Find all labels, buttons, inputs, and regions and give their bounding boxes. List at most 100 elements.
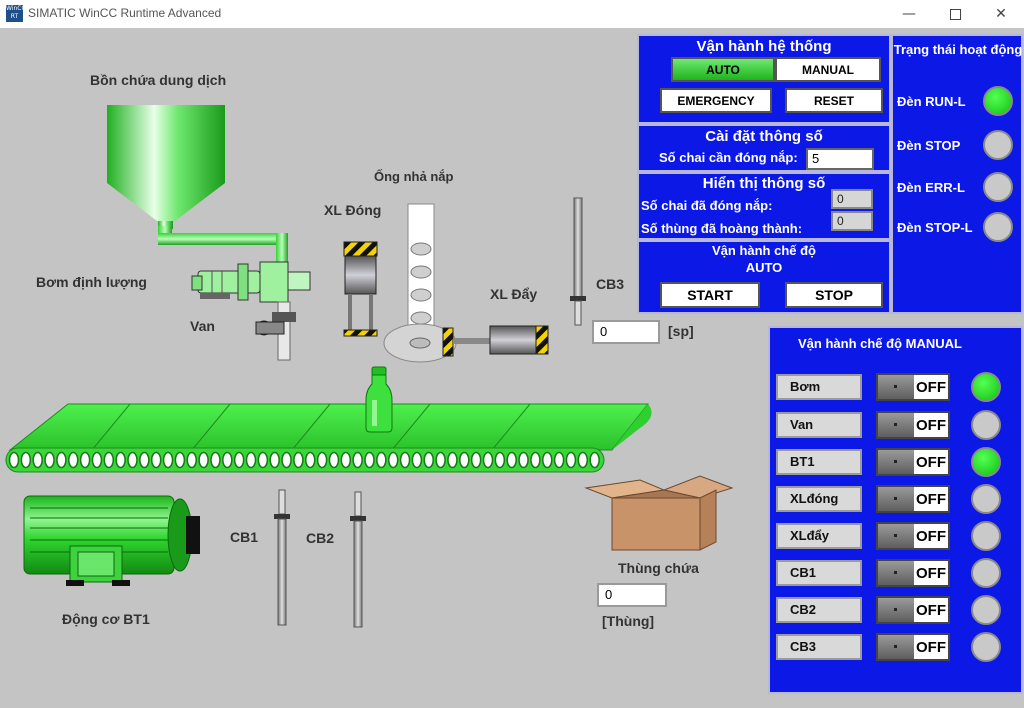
belt-roller xyxy=(115,451,126,469)
cb3-label: CB3 xyxy=(596,276,625,292)
manual-item-toggle[interactable]: OFF xyxy=(876,411,950,439)
belt-roller xyxy=(162,451,174,469)
status-lamp-label: Đèn ERR-L xyxy=(897,180,965,195)
sensor-cb1 xyxy=(274,489,290,626)
manual-item-indicator xyxy=(971,521,1001,551)
toggle-state: OFF xyxy=(916,453,946,471)
belt-roller xyxy=(364,451,375,469)
belt-roller xyxy=(79,451,91,469)
window-title: SIMATIC WinCC Runtime Advanced xyxy=(28,6,222,20)
manual-item-toggle[interactable]: OFF xyxy=(876,559,950,587)
bottle xyxy=(365,366,393,433)
belt-roller xyxy=(352,451,363,469)
belt-roller xyxy=(32,451,43,469)
status-lamp-indicator xyxy=(983,130,1013,160)
manual-item-label: XLđóng xyxy=(776,486,862,512)
toggle-state: OFF xyxy=(916,378,946,396)
valve xyxy=(255,301,296,361)
title-bar: WinCC RT SIMATIC WinCC Runtime Advanced … xyxy=(0,0,1024,28)
belt-rollers xyxy=(8,451,600,469)
cb1-label: CB1 xyxy=(230,529,259,545)
status-lamp-indicator xyxy=(983,172,1013,202)
toggle-knob[interactable] xyxy=(878,561,914,585)
belt-roller xyxy=(20,451,32,469)
belt-roller xyxy=(423,451,434,469)
belt-roller xyxy=(589,451,600,469)
start-button[interactable]: START xyxy=(660,282,760,308)
manual-item-label: XLđẩy xyxy=(776,523,862,549)
sp-counter-field[interactable]: 0 xyxy=(592,320,660,344)
valve-label: Van xyxy=(190,318,215,334)
boxes-done-label: Số thùng đã hoàng thành: xyxy=(641,221,803,236)
toggle-knob[interactable] xyxy=(878,487,914,511)
belt-roller xyxy=(399,451,411,469)
belt-roller xyxy=(127,451,138,469)
bottle-setpoint-input[interactable]: 5 xyxy=(806,148,874,170)
manual-button[interactable]: MANUAL xyxy=(775,57,881,82)
auto-button[interactable]: AUTO xyxy=(671,57,775,82)
display-panel: Hiển thị thông số Số chai đã đóng nắp: 0… xyxy=(637,172,891,240)
reset-button[interactable]: RESET xyxy=(785,88,883,113)
belt-roller xyxy=(293,451,304,469)
belt-roller xyxy=(8,451,20,469)
manual-item-toggle[interactable]: OFF xyxy=(876,485,950,513)
boxes-done-field: 0 xyxy=(831,211,873,231)
wincc-logo-icon: WinCC RT xyxy=(6,5,26,22)
manual-item-indicator xyxy=(971,372,1001,402)
minimize-button[interactable]: — xyxy=(886,0,932,28)
sensor-cb3 xyxy=(570,197,586,326)
belt-roller xyxy=(233,451,245,469)
box-counter-field[interactable]: 0 xyxy=(597,583,667,607)
toggle-state: OFF xyxy=(916,601,946,619)
box-unit-label: [Thùng] xyxy=(602,613,655,629)
toggle-state: OFF xyxy=(916,527,946,545)
close-icon: ✕ xyxy=(995,6,1007,22)
toggle-knob[interactable] xyxy=(878,450,914,474)
manual-item-toggle[interactable]: OFF xyxy=(876,522,950,550)
capped-count-field: 0 xyxy=(831,189,873,209)
belt-roller xyxy=(328,451,340,469)
manual-item-toggle[interactable]: OFF xyxy=(876,448,950,476)
toggle-knob[interactable] xyxy=(878,375,914,399)
manual-item-label: CB2 xyxy=(776,597,862,623)
manual-item-toggle[interactable]: OFF xyxy=(876,596,950,624)
xl-dong-label: XL Đóng xyxy=(324,202,382,218)
capped-count-label: Số chai đã đóng nắp: xyxy=(641,198,773,213)
tank-label: Bồn chứa dung dịch xyxy=(90,72,227,88)
bottle-setpoint-label: Số chai cần đóng nắp: xyxy=(659,150,798,165)
box-label: Thùng chứa xyxy=(618,560,699,576)
belt-roller xyxy=(305,451,316,469)
status-lamp-label: Đèn STOP-L xyxy=(897,220,973,235)
maximize-button[interactable] xyxy=(932,0,978,28)
motor-label: Động cơ BT1 xyxy=(62,611,150,627)
status-lamp-label: Đèn STOP xyxy=(897,138,961,153)
maximize-icon xyxy=(949,8,961,20)
motor-bt1 xyxy=(23,495,200,586)
belt-roller xyxy=(553,451,565,469)
sensor-cb2 xyxy=(350,491,366,628)
emergency-button[interactable]: EMERGENCY xyxy=(660,88,772,113)
manual-item-label: Bơm xyxy=(776,374,862,400)
belt-roller xyxy=(447,451,458,469)
toggle-knob[interactable] xyxy=(878,635,914,659)
manual-item-toggle[interactable]: OFF xyxy=(876,633,950,661)
belt-roller xyxy=(269,451,280,469)
push-cylinder xyxy=(442,325,549,357)
manual-item-label: BT1 xyxy=(776,449,862,475)
toggle-knob[interactable] xyxy=(878,413,914,437)
belt-roller xyxy=(245,451,257,469)
system-operation-panel: Vận hành hệ thống AUTO MANUAL EMERGENCY … xyxy=(637,34,891,124)
belt-roller xyxy=(482,451,494,469)
belt-roller xyxy=(257,451,269,469)
toggle-knob[interactable] xyxy=(878,598,914,622)
close-button[interactable]: ✕ xyxy=(978,0,1024,28)
cb2-label: CB2 xyxy=(306,530,335,546)
manual-item-indicator xyxy=(971,595,1001,625)
belt-roller xyxy=(565,451,577,469)
toggle-knob[interactable] xyxy=(878,524,914,548)
manual-item-toggle[interactable]: OFF xyxy=(876,373,950,401)
stop-button[interactable]: STOP xyxy=(785,282,883,308)
pump-label: Bơm định lượng xyxy=(36,274,147,290)
belt-roller xyxy=(376,451,387,469)
